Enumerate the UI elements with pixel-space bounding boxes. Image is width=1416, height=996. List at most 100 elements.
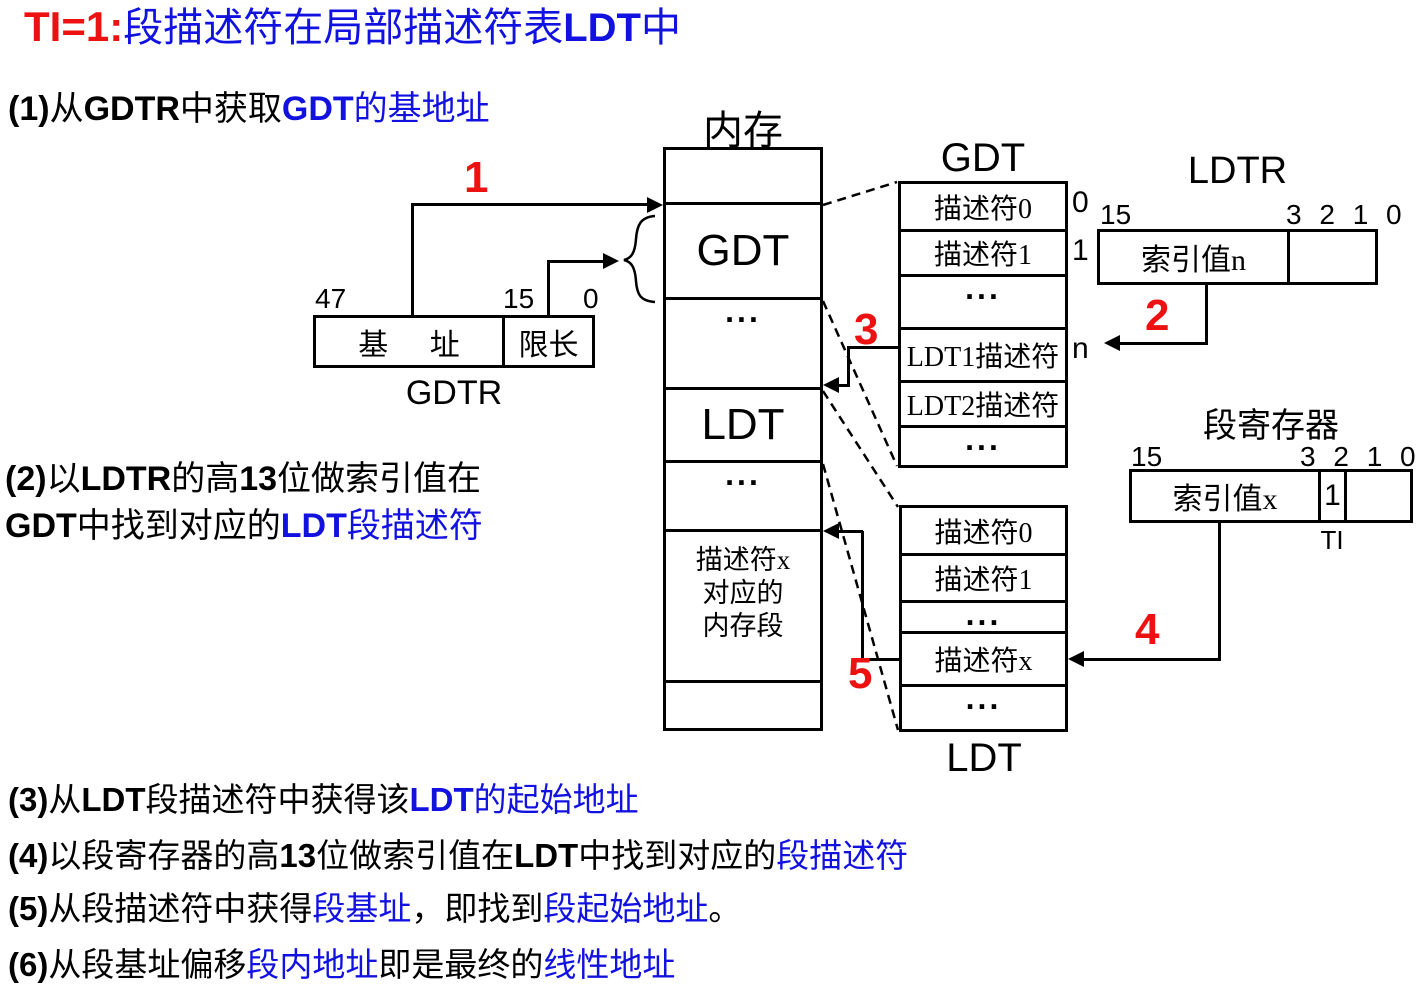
step-1-number: (1) <box>8 90 50 128</box>
limit-arrow-horizontal-line <box>547 260 605 263</box>
step-1-seg2: 中获取 <box>179 91 282 128</box>
step-4-number: (4) <box>8 837 49 874</box>
ldt-row-dots-1: ... <box>902 598 1065 634</box>
dashed-line-gdt-top <box>822 180 898 207</box>
gdt-side-label-0: 0 <box>1072 186 1089 219</box>
step-1-text: (1)从GDTR中获取GDT的基地址 <box>8 88 490 131</box>
title-ldt: LDT <box>563 6 641 50</box>
step-2-text: (2)以LDTR的高13位做索引值在 GDT中找到对应的LDT段描述符 <box>5 456 483 550</box>
step-2-seg3: 位做索引值在 <box>277 461 482 498</box>
ldtr-index-field: 索引值n <box>1100 232 1290 282</box>
step-6-seg3: 即是最终的 <box>378 948 544 984</box>
arrow-2-head <box>1104 335 1120 351</box>
memory-table: GDT ... LDT ... 描述符x 对应的 内存段 <box>663 147 823 731</box>
memory-row-empty-top <box>666 150 820 205</box>
segreg-ti-bit: 1 <box>1321 472 1347 520</box>
step-2-13: 13 <box>239 460 278 498</box>
ldtr-register: 索引值n <box>1097 229 1378 285</box>
gdt-table-title: GDT <box>940 136 1026 180</box>
gdt-side-label-1: 1 <box>1072 234 1089 267</box>
step-3-seg2: 段描述符中获得该 <box>145 783 410 819</box>
step-3-ldt2: LDT <box>409 781 474 818</box>
arrow-5-line-b <box>861 531 864 661</box>
step-2-seg5: 段描述符 <box>346 508 483 545</box>
step-5-number: (5) <box>8 890 49 927</box>
arrow-1-vertical-line <box>411 205 414 315</box>
title-ti-flag: TI=1: <box>24 3 124 50</box>
step-6-seg4: 线性地址 <box>543 948 676 984</box>
step-4-seg1: 以段寄存器的高 <box>48 839 280 875</box>
arrow-3-label: 3 <box>854 305 879 354</box>
arrow-2-vertical-line <box>1205 285 1208 344</box>
ldt-row-descriptor1: 描述符1 <box>902 556 1065 603</box>
gdt-side-label-n: n <box>1072 332 1089 365</box>
memory-row-ldt: LDT <box>666 390 820 463</box>
gdtr-limit-field: 限长 <box>518 328 579 362</box>
step-4-13: 13 <box>279 837 317 874</box>
arrow-1-head <box>647 197 663 213</box>
arrow-4-horizontal-line <box>1082 658 1221 661</box>
step-5-seg5: 。 <box>708 892 742 928</box>
dashed-line-ldt-top <box>821 390 900 508</box>
arrow-5-line-c <box>838 530 863 533</box>
step-2-gdt: GDT <box>5 507 77 545</box>
arrow-3-line-b <box>847 346 850 386</box>
segment-register: 索引值x 1 <box>1129 469 1413 523</box>
step-4-text: (4)以段寄存器的高13位做索引值在LDT中找到对应的段描述符 <box>8 835 908 878</box>
gdt-row-descriptor1: 描述符1 <box>901 232 1065 277</box>
arrow-5-head <box>823 523 839 539</box>
step-6-number: (6) <box>8 946 49 983</box>
step-1-seg3: 的基地址 <box>353 91 490 128</box>
ldtr-bit-15: 15 <box>1100 199 1132 230</box>
step-3-text: (3)从LDT段描述符中获得该LDT的起始地址 <box>8 779 639 822</box>
ldtr-bits-3210: 3 2 1 0 <box>1286 199 1407 230</box>
gdt-row-ldt1-descriptor: LDT1描述符 <box>901 330 1065 383</box>
step-3-seg3: 的起始地址 <box>473 783 639 819</box>
memory-row-segment: 描述符x 对应的 内存段 <box>666 532 820 683</box>
page-title: TI=1:段描述符在局部描述符表LDT中 <box>24 4 681 51</box>
gdt-row-descriptor0: 描述符0 <box>901 184 1065 232</box>
memory-row-dots-2: ... <box>666 458 820 532</box>
arrow-3-head <box>823 377 839 393</box>
segment-register-title: 段寄存器 <box>1203 408 1339 445</box>
arrow-1-horizontal-line <box>411 203 649 206</box>
memory-row-gdt: GDT <box>666 205 820 300</box>
step-2-seg1: 以 <box>46 461 81 498</box>
ldt-table: 描述符0 描述符1 ... 描述符x ... <box>899 505 1068 732</box>
step-5-seg1: 从段描述符中获得 <box>48 892 313 928</box>
arrow-2-label: 2 <box>1145 291 1170 340</box>
memory-row-dots-1: ... <box>666 295 820 390</box>
arrow-1-label: 1 <box>464 153 489 202</box>
ldt-row-descriptor0: 描述符0 <box>902 508 1065 556</box>
gdt-table: 描述符0 描述符1 ... LDT1描述符 LDT2描述符 ... <box>898 181 1068 468</box>
title-text: 段描述符在局部描述符表 <box>123 5 564 50</box>
segreg-bits-3210: 3 2 1 0 <box>1300 441 1416 472</box>
step-5-text: (5)从段描述符中获得段基址，即找到段起始地址。 <box>8 888 741 931</box>
ldt-table-title: LDT <box>946 736 1022 780</box>
memory-segment-line-3: 内存段 <box>702 611 784 641</box>
gdt-row-ldt2-descriptor: LDT2描述符 <box>901 383 1065 428</box>
ti-label: TI <box>1320 525 1344 555</box>
step-2-number: (2) <box>5 460 47 498</box>
step-1-gdtr: GDTR <box>83 90 180 128</box>
step-2-line2: GDT中找到对应的LDT段描述符 <box>5 503 483 550</box>
step-5-seg2: 段基址 <box>312 892 412 928</box>
step-2-line1: (2)以LDTR的高13位做索引值在 <box>5 456 483 503</box>
gdt-row-dots-1: ... <box>901 272 1065 330</box>
gdtr-label: GDTR <box>405 374 503 412</box>
step-2-seg4: 中找到对应的 <box>76 508 281 545</box>
segreg-bit-15: 15 <box>1131 441 1163 472</box>
step-3-seg1: 从 <box>48 783 82 819</box>
step-6-seg2: 段内地址 <box>246 948 379 984</box>
step-4-seg4: 段描述符 <box>776 839 909 875</box>
step-4-seg2: 位做索引值在 <box>316 839 515 875</box>
ldtr-title: LDTR <box>1187 150 1288 192</box>
step-6-text: (6)从段基址偏移段内地址即是最终的线性地址 <box>8 944 675 987</box>
ldtr-low-field <box>1290 232 1375 282</box>
step-4-ldt: LDT <box>514 837 579 874</box>
gdtr-bit-47: 47 <box>315 283 347 314</box>
step-5-seg4: 段起始地址 <box>543 892 709 928</box>
limit-arrow-vertical-line <box>547 261 550 315</box>
step-3-ldt1: LDT <box>81 781 146 818</box>
